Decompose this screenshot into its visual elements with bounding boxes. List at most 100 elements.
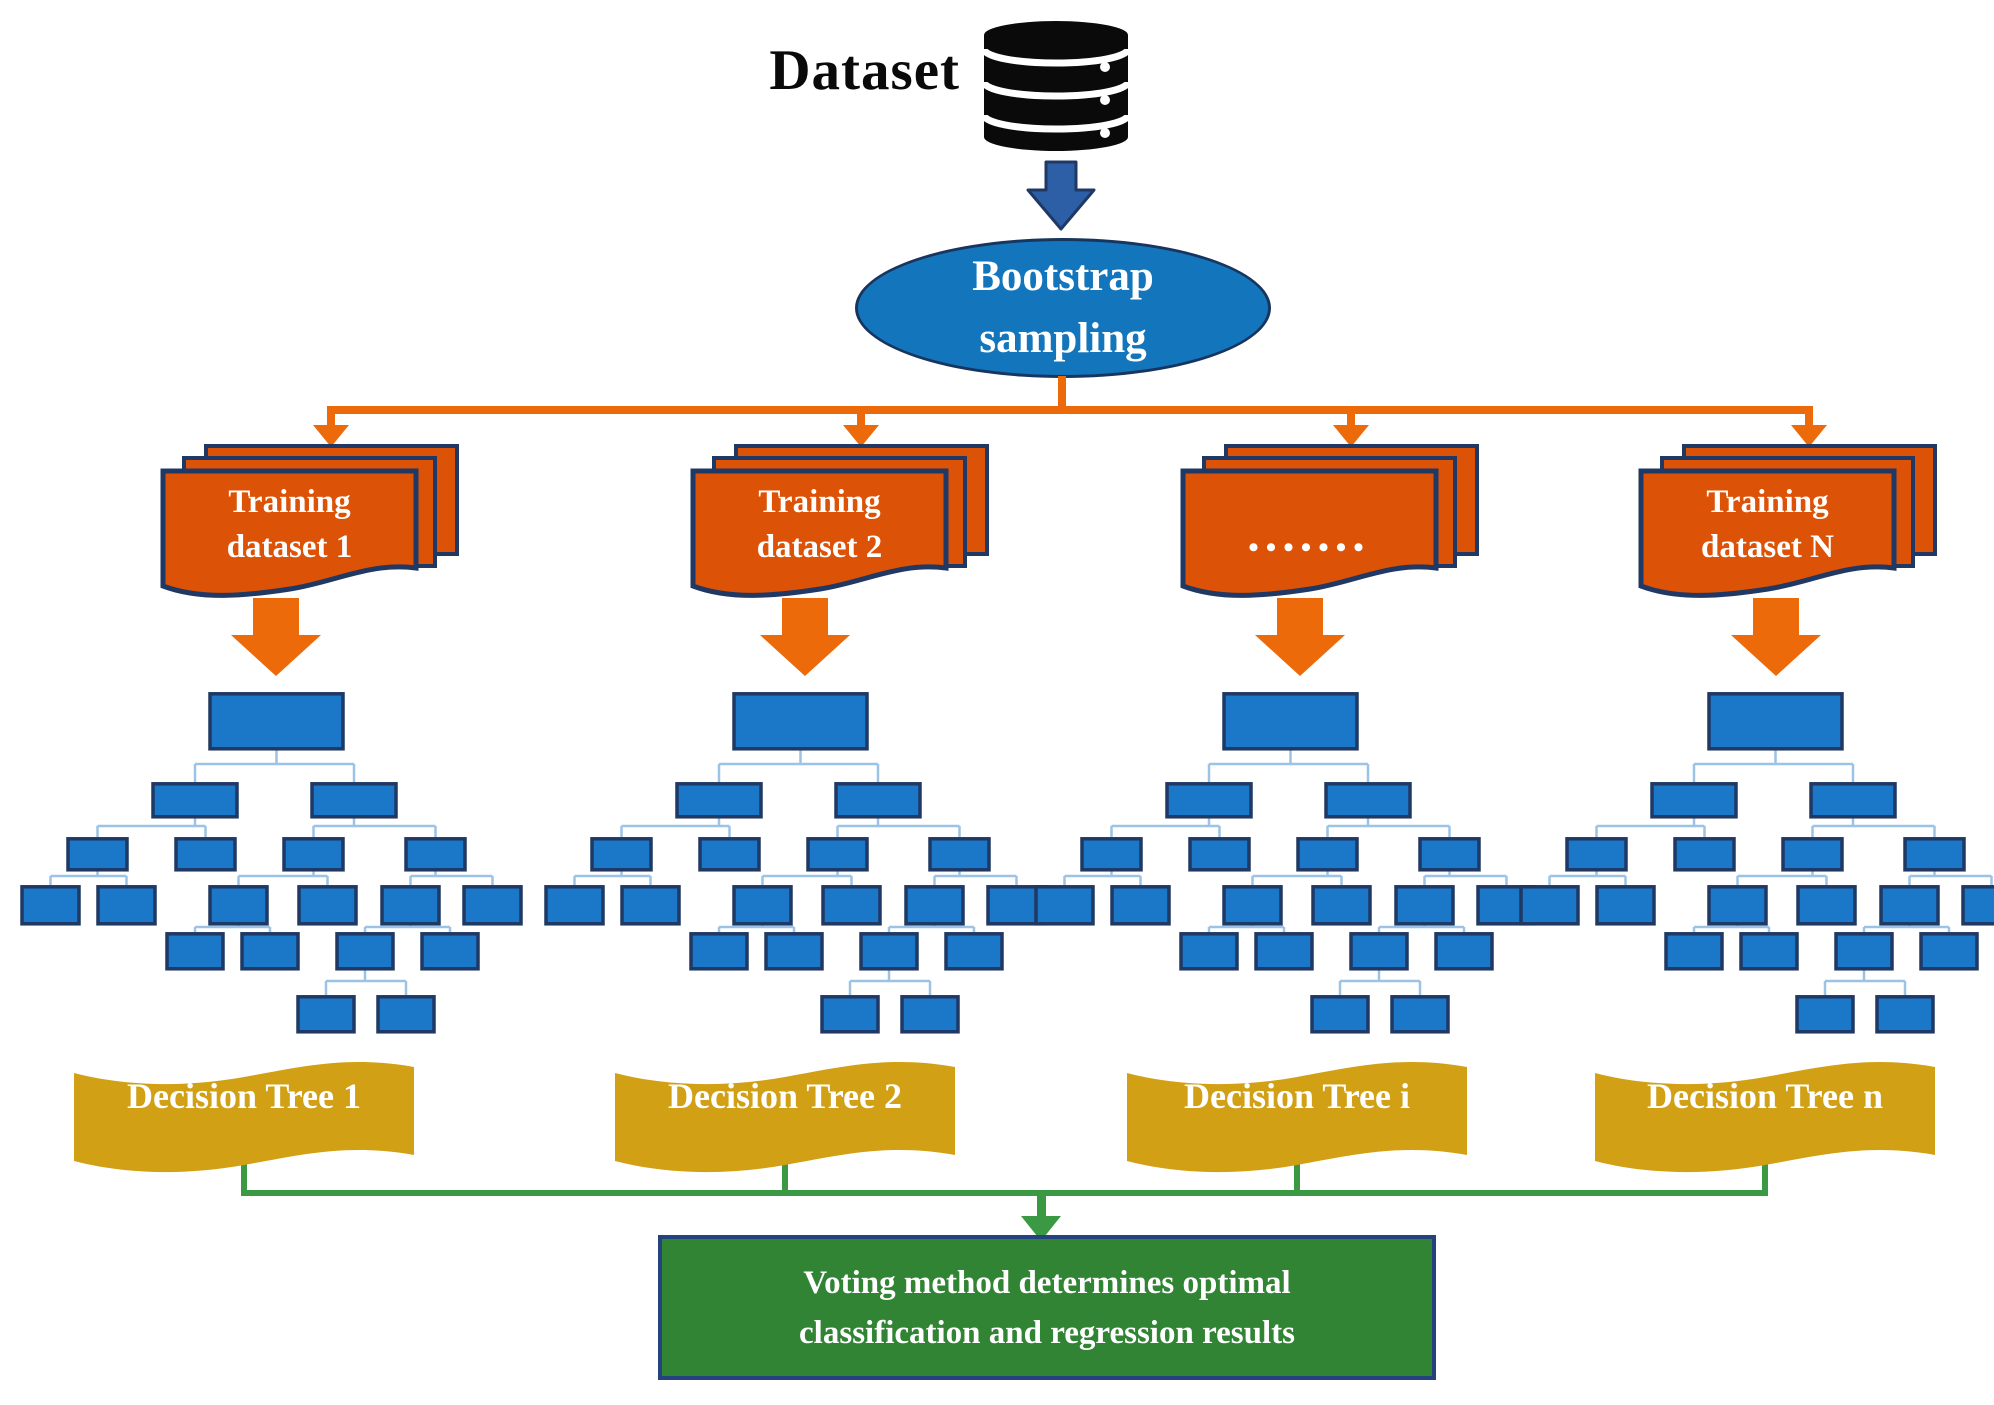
training-dataset-stack-i: ••••••• (1180, 444, 1480, 589)
tree-node (1783, 839, 1842, 870)
tree-node (1567, 839, 1626, 870)
tree-node (1709, 887, 1766, 924)
tree-edge (1825, 967, 1905, 995)
tree-node (176, 839, 235, 870)
tree-node (1036, 887, 1093, 924)
tree-node (1298, 839, 1357, 870)
tree-node (98, 887, 155, 924)
tree-node (902, 997, 958, 1032)
tree-node (422, 934, 478, 969)
tree-node (1666, 934, 1722, 969)
tree-node (1082, 839, 1141, 870)
tree-node (1675, 839, 1734, 870)
decision-tree-i (1030, 692, 1550, 1037)
tree-node (622, 887, 679, 924)
tree-node (546, 887, 603, 924)
tree-node (1881, 887, 1938, 924)
doc-label: Training dataset 1 (160, 480, 419, 570)
tree-node (312, 784, 396, 817)
tree-node (906, 887, 963, 924)
doc-label-line2: dataset 1 (227, 529, 353, 565)
voting-result-box: Voting method determines optimal classif… (658, 1235, 1436, 1380)
tree-node (1224, 694, 1357, 749)
tree-node (1181, 934, 1237, 969)
banner-label-1: Decision Tree 1 (68, 1053, 420, 1139)
banner-label-2: Decision Tree 2 (609, 1053, 961, 1139)
tree-node (210, 887, 267, 924)
tree-node (1112, 887, 1169, 924)
tree-node (22, 887, 79, 924)
tree-node (1190, 839, 1249, 870)
tree-node (946, 934, 1002, 969)
tree-node (808, 839, 867, 870)
tree-node (930, 839, 989, 870)
tree-node (592, 839, 651, 870)
tree-node (464, 887, 521, 924)
doc-label-line2: dataset N (1701, 529, 1834, 565)
tree-node (167, 934, 223, 969)
tree-node (1709, 694, 1842, 749)
doc-label-line1: Training (758, 484, 880, 520)
tree-node (1420, 839, 1479, 870)
tree-edge (1694, 747, 1853, 782)
tree-node (284, 839, 343, 870)
tree-node (836, 784, 920, 817)
tree-node (1797, 997, 1853, 1032)
tree-edge (326, 967, 406, 995)
training-dataset-stack-2: Training dataset 2 (690, 444, 990, 589)
tree-node (677, 784, 761, 817)
tree-node (1921, 934, 1977, 969)
tree-node (382, 887, 439, 924)
tree-node (1167, 784, 1251, 817)
tree-node (210, 694, 343, 749)
tree-edge (195, 747, 354, 782)
banner-label-n: Decision Tree n (1589, 1053, 1941, 1139)
tree-edge (850, 967, 930, 995)
tree-node (1436, 934, 1492, 969)
tree-node (734, 887, 791, 924)
tree-node (299, 887, 356, 924)
tree-edge (719, 747, 878, 782)
tree-node (1396, 887, 1453, 924)
tree-node (1224, 887, 1281, 924)
tree-node (822, 997, 878, 1032)
tree-node (1811, 784, 1895, 817)
tree-node (734, 694, 867, 749)
tree-node (766, 934, 822, 969)
tree-edge (1209, 747, 1368, 782)
doc-label-dots: ••••••• (1248, 531, 1371, 564)
tree-node (1392, 997, 1448, 1032)
doc-label-line2: dataset 2 (757, 529, 883, 565)
banner-label-i: Decision Tree i (1121, 1053, 1473, 1139)
doc-label-line1: Training (1706, 484, 1828, 520)
tree-node (406, 839, 465, 870)
tree-node (823, 887, 880, 924)
tree-node (1798, 887, 1855, 924)
voting-result-line2: classification and regression results (799, 1308, 1295, 1358)
decision-tree-2 (540, 692, 1060, 1037)
tree-node (1312, 997, 1368, 1032)
tree-node (700, 839, 759, 870)
doc-label-line1: Training (228, 484, 350, 520)
tree-node (1313, 887, 1370, 924)
doc-label: Training dataset 2 (690, 480, 949, 570)
tree-node (1877, 997, 1933, 1032)
tree-node (1836, 934, 1892, 969)
tree-node (1652, 784, 1736, 817)
voting-result-line1: Voting method determines optimal (803, 1258, 1290, 1308)
decision-tree-1 (16, 692, 536, 1037)
tree-node (1741, 934, 1797, 969)
tree-node (337, 934, 393, 969)
tree-node (1597, 887, 1654, 924)
doc-label: Training dataset N (1638, 480, 1897, 570)
tree-node (1256, 934, 1312, 969)
tree-node (1905, 839, 1964, 870)
training-dataset-stack-1: Training dataset 1 (160, 444, 460, 589)
tree-node (1521, 887, 1578, 924)
training-dataset-stack-n: Training dataset N (1638, 444, 1938, 589)
tree-node (153, 784, 237, 817)
tree-node (1326, 784, 1410, 817)
tree-node (298, 997, 354, 1032)
tree-node (861, 934, 917, 969)
